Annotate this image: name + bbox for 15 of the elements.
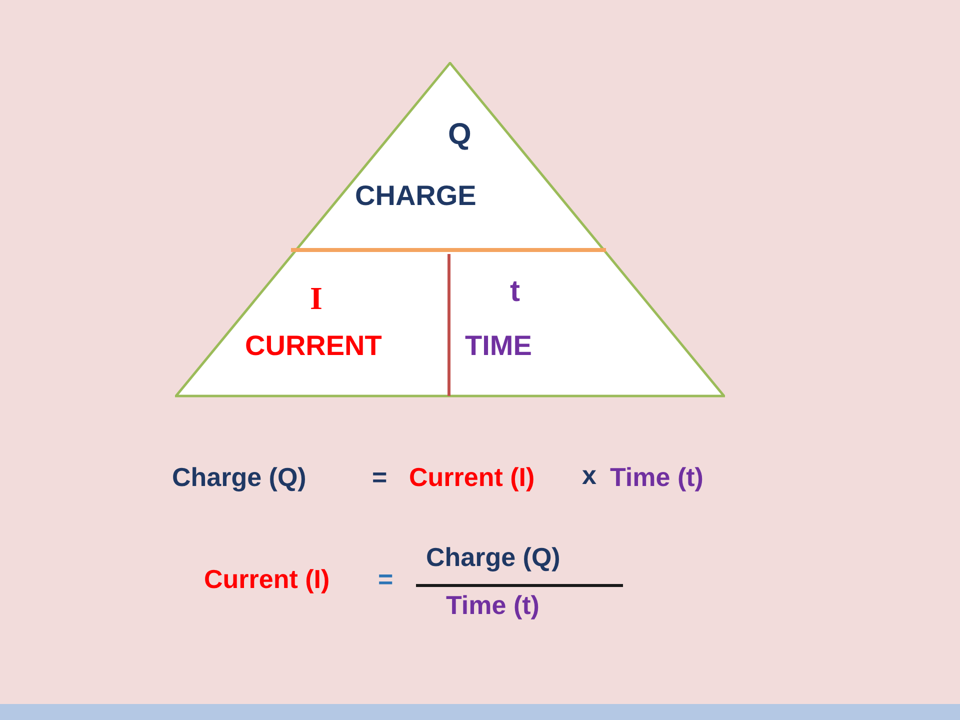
quantity-name: CHARGE — [355, 182, 476, 210]
quantity-name: CURRENT — [245, 332, 382, 360]
formula-text: Charge (Q) — [426, 544, 560, 570]
symbol-text: Q — [448, 120, 472, 150]
formula-text: = — [372, 464, 388, 490]
formula-text: Time (t) — [446, 592, 540, 618]
quantity-name: TIME — [465, 332, 532, 360]
formula-text: Current (I) — [409, 464, 535, 490]
formula-text: Time (t) — [610, 464, 704, 490]
symbol-text: t — [510, 277, 520, 307]
formula-text: Current (I) — [204, 566, 330, 592]
symbol-text: I — [310, 282, 322, 314]
formula-text: x — [582, 462, 596, 488]
formula-text: = — [378, 566, 394, 592]
formula-text: Charge (Q) — [172, 464, 306, 490]
